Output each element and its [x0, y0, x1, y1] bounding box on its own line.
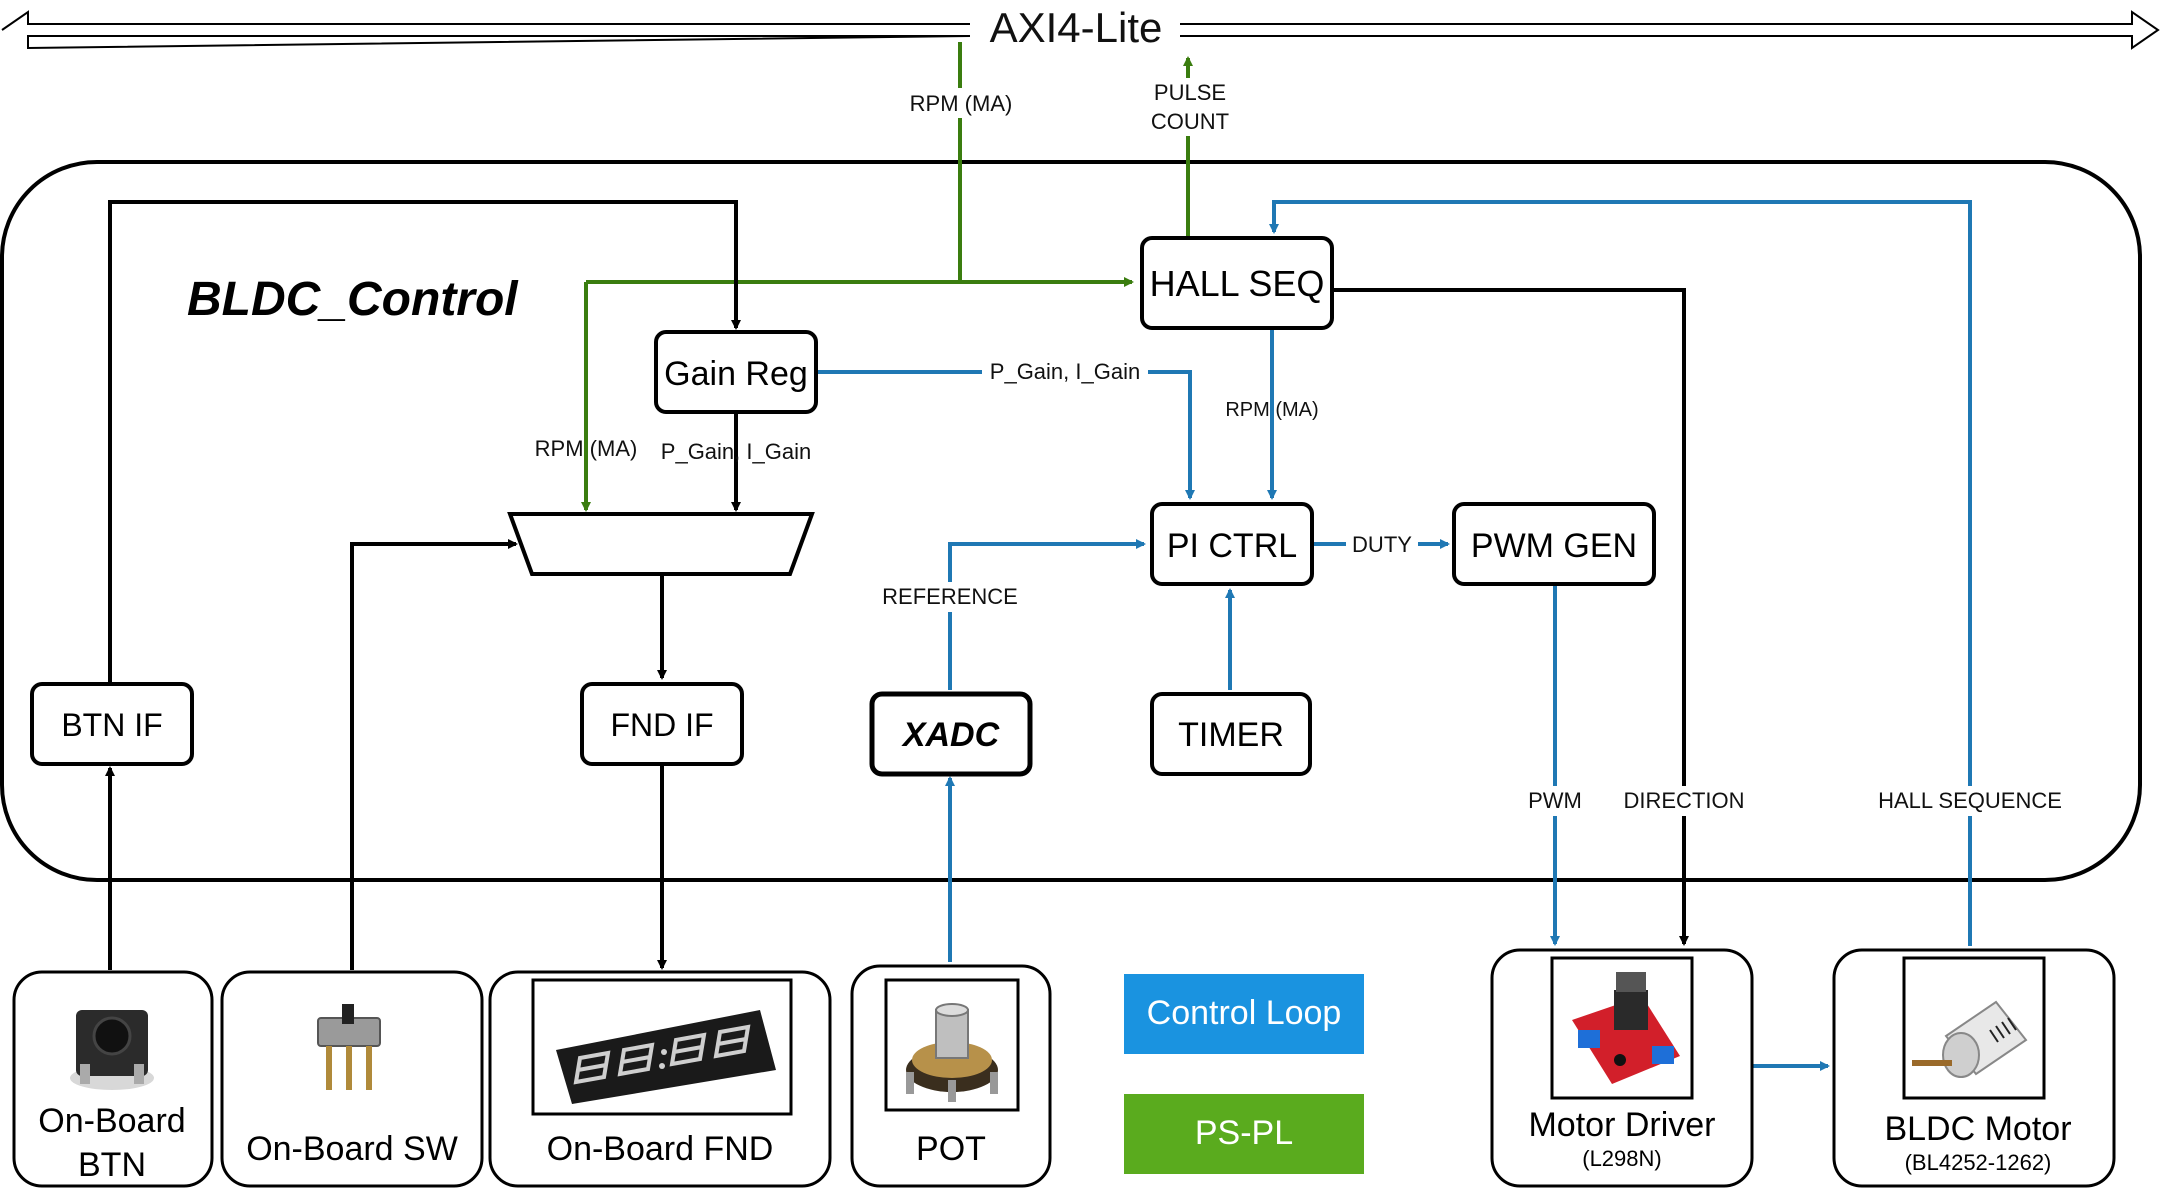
- fnd-if-block: FND IF: [580, 682, 744, 766]
- hall-seq-block: HALL SEQ: [1140, 236, 1334, 330]
- pwm-gen-block: PWM GEN: [1452, 502, 1656, 586]
- btn-if-block: BTN IF: [30, 682, 194, 766]
- count-label: COUNT: [1151, 109, 1229, 134]
- motor-label: BLDC Motor: [1884, 1110, 2071, 1148]
- pot-device: POT: [850, 964, 1052, 1188]
- fnd-label: On-Board FND: [547, 1130, 774, 1168]
- xadc-label: XADC: [901, 716, 1000, 754]
- btn-label-2: BTN: [78, 1146, 146, 1184]
- driver-label: Motor Driver: [1528, 1106, 1715, 1144]
- blue-wires: [818, 200, 1972, 1071]
- push-button-icon: [70, 1010, 154, 1090]
- hall-seq-label: HALL SEQ: [1150, 263, 1325, 304]
- legend: Control Loop PS-PL: [1124, 974, 1364, 1174]
- motor-icon: [1912, 1000, 2028, 1078]
- direction-label: DIRECTION: [1624, 788, 1745, 813]
- motor-driver-device: Motor Driver (L298N): [1490, 948, 1754, 1188]
- btn-label-1: On-Board: [38, 1102, 185, 1140]
- legend-ps-pl-label: PS-PL: [1195, 1114, 1293, 1152]
- mux-block: [507, 512, 815, 576]
- seven-segment-display-icon: [556, 1010, 776, 1104]
- rpm-ma-mux-label: RPM (MA): [535, 436, 638, 461]
- black-wires: [105, 200, 1689, 970]
- bldc-motor-device: BLDC Motor (BL4252-1262): [1832, 948, 2116, 1188]
- timer-label: TIMER: [1178, 716, 1284, 754]
- btn-if-label: BTN IF: [61, 707, 162, 743]
- legend-control-loop-label: Control Loop: [1147, 994, 1342, 1032]
- rpm-ma-bus-label: RPM (MA): [910, 91, 1013, 116]
- pot-label: POT: [916, 1130, 986, 1168]
- motor-model-label: (BL4252-1262): [1905, 1150, 2052, 1175]
- onboard-btn-device: On-Board BTN: [12, 970, 214, 1188]
- pwm-label: PWM: [1528, 788, 1582, 813]
- pulse-label: PULSE: [1154, 80, 1226, 105]
- pi-ctrl-label: PI CTRL: [1167, 527, 1297, 565]
- onboard-fnd-device: On-Board FND: [488, 970, 832, 1188]
- axi-bus-label: AXI4-Lite: [990, 4, 1163, 51]
- container-title: BLDC_Control: [187, 273, 519, 326]
- potentiometer-icon: [906, 1003, 998, 1102]
- duty-label: DUTY: [1352, 532, 1412, 557]
- p-gain-i-gain-top-label: P_Gain, I_Gain: [990, 359, 1140, 384]
- timer-block: TIMER: [1150, 692, 1312, 776]
- pwm-gen-label: PWM GEN: [1471, 527, 1637, 565]
- reference-label: REFERENCE: [882, 584, 1018, 609]
- p-gain-i-gain-mux-label: P_Gain, I_Gain: [661, 439, 811, 464]
- onboard-sw-device: On-Board SW: [220, 970, 484, 1188]
- xadc-block: XADC: [869, 691, 1033, 777]
- gain-reg-block: Gain Reg: [654, 330, 818, 414]
- bldc-control-container: [0, 160, 2142, 882]
- hall-sequence-label: HALL SEQUENCE: [1878, 788, 2062, 813]
- driver-model-label: (L298N): [1582, 1146, 1661, 1171]
- sw-label: On-Board SW: [246, 1130, 458, 1168]
- legend-ps-pl-swatch: [1124, 1094, 1364, 1174]
- legend-control-loop-swatch: [1124, 974, 1364, 1054]
- pi-ctrl-block: PI CTRL: [1150, 502, 1314, 586]
- slide-switch-icon: [317, 1004, 381, 1090]
- l298n-board-icon: [1572, 972, 1680, 1084]
- gain-reg-label: Gain Reg: [664, 355, 808, 393]
- signal-labels: RPM (MA) PULSE COUNT P_Gain, I_Gain RPM …: [535, 78, 2072, 816]
- fnd-if-label: FND IF: [610, 707, 713, 743]
- axi-bus: AXI4-Lite: [1, 4, 2160, 51]
- rpm-ma-hall-label: RPM (MA): [1225, 399, 1318, 421]
